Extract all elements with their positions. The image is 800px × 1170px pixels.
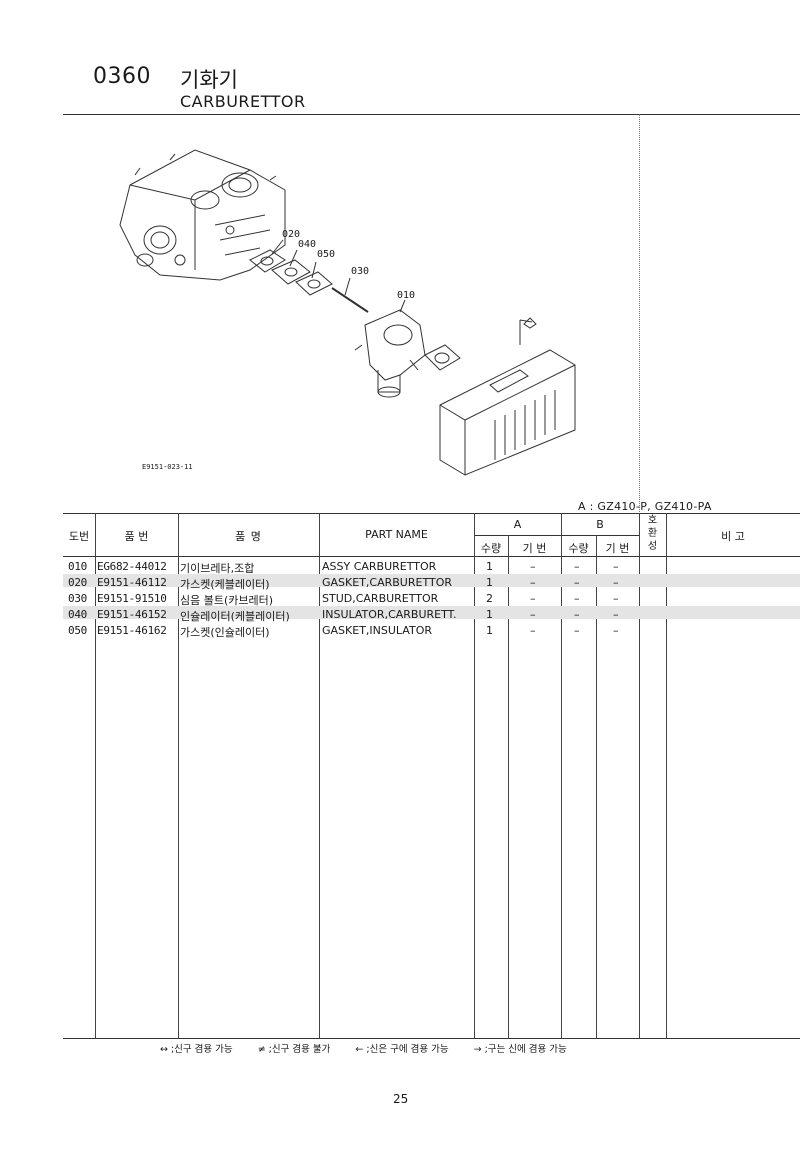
exploded-diagram bbox=[119, 149, 576, 476]
callout-040: 040 bbox=[298, 239, 317, 250]
cell-qty-b: – bbox=[574, 560, 580, 573]
cell-part-no: E9151-46162 bbox=[97, 624, 167, 637]
diagram-reference: E9151-023-11 bbox=[142, 463, 193, 471]
cell-serial-b: – bbox=[613, 608, 619, 621]
cell-serial-a: – bbox=[530, 592, 536, 605]
cell-name-en: STUD,CARBURETTOR bbox=[322, 592, 439, 605]
cell-serial-a: – bbox=[530, 576, 536, 589]
cell-part-no: E9151-46152 bbox=[97, 608, 167, 621]
cell-serial-b: – bbox=[613, 560, 619, 573]
col-header-qty-b: 수량 bbox=[568, 542, 589, 555]
page-number: 25 bbox=[393, 1092, 409, 1106]
row-highlight bbox=[63, 574, 800, 587]
col-header-part-no: 품 번 bbox=[124, 530, 149, 543]
cell-part-no: E9151-91510 bbox=[97, 592, 167, 605]
col-header-qty-a: 수량 bbox=[480, 542, 502, 555]
col-header-no: 도번 bbox=[68, 530, 90, 543]
cell-qty-a: 1 bbox=[486, 624, 493, 637]
engine-block-drawing bbox=[119, 149, 286, 281]
cell-name-kr: 가스켓(인슐레이터) bbox=[180, 626, 270, 639]
callout-010: 010 bbox=[397, 290, 416, 301]
col-header-group-b: B bbox=[596, 518, 604, 531]
col-header-remarks: 비 고 bbox=[721, 530, 745, 543]
cell-qty-b: – bbox=[574, 576, 580, 589]
cell-no: 050 bbox=[68, 624, 87, 637]
header-rule bbox=[63, 114, 800, 115]
cell-serial-b: – bbox=[613, 576, 619, 589]
cell-name-en: ASSY CARBURETTOR bbox=[322, 560, 437, 573]
cell-serial-a: – bbox=[530, 608, 536, 621]
cell-serial-a: – bbox=[530, 624, 536, 637]
callout-050: 050 bbox=[317, 249, 336, 260]
col-header-interchange: 호 환 성 bbox=[647, 515, 658, 552]
cell-name-en: GASKET,CARBURETTOR bbox=[322, 576, 452, 589]
diagram-divider bbox=[639, 114, 640, 514]
cell-name-kr: 기이브레타,조합 bbox=[180, 562, 255, 575]
callout-020: 020 bbox=[282, 229, 301, 240]
legend-item: ← ;신은 구에 겸용 가능 bbox=[355, 1044, 449, 1055]
gasket-drawing bbox=[249, 249, 286, 273]
stud-drawing bbox=[331, 287, 369, 313]
legend-item: ≠ ;신구 겸용 불가 bbox=[257, 1044, 331, 1055]
legend-item: → ;구는 신에 겸용 가능 bbox=[473, 1044, 567, 1055]
carburettor-drawing bbox=[354, 309, 426, 398]
legend-item: ↔ ;신구 겸용 가능 bbox=[160, 1044, 233, 1055]
cell-qty-b: – bbox=[574, 624, 580, 637]
section-title-en: CARBURETTOR bbox=[180, 92, 306, 111]
cell-serial-a: – bbox=[530, 560, 536, 573]
insulator-drawing bbox=[271, 259, 311, 285]
section-title-kr: 기화기 bbox=[180, 68, 238, 92]
cell-name-en: GASKET,INSULATOR bbox=[322, 624, 432, 637]
cell-qty-a: 1 bbox=[486, 560, 493, 573]
cell-no: 010 bbox=[68, 560, 87, 573]
cell-part-no: EG682-44012 bbox=[97, 560, 167, 573]
col-header-serial-a: 기 번 bbox=[522, 542, 547, 555]
cell-name-kr: 심음 볼트(카브레터) bbox=[180, 594, 274, 607]
interchange-legend: ↔ ;신구 겸용 가능 ≠ ;신구 겸용 불가 ← ;신은 구에 겸용 가능 →… bbox=[160, 1041, 589, 1055]
col-header-group-a: A bbox=[513, 518, 522, 531]
cell-serial-b: – bbox=[613, 592, 619, 605]
cell-part-no: E9151-46112 bbox=[97, 576, 167, 589]
cell-name-kr: 인슐레이터(케블레이터) bbox=[180, 610, 290, 623]
col-header-part-name: PART NAME bbox=[365, 528, 428, 541]
cell-qty-b: – bbox=[574, 608, 580, 621]
cell-serial-b: – bbox=[613, 624, 619, 637]
cell-name-en: INSULATOR,CARBURETT. bbox=[322, 608, 457, 621]
air-cleaner-drawing bbox=[439, 317, 576, 476]
models-note: A : GZ410-P, GZ410-PA bbox=[578, 500, 712, 513]
cell-no: 030 bbox=[68, 592, 87, 605]
col-header-name-kr: 품 명 bbox=[235, 530, 262, 543]
cell-qty-a: 2 bbox=[486, 592, 493, 605]
col-header-serial-b: 기 번 bbox=[605, 542, 630, 555]
cell-qty-b: – bbox=[574, 592, 580, 605]
table-header-rule bbox=[63, 556, 800, 557]
cell-no: 020 bbox=[68, 576, 87, 589]
cell-no: 040 bbox=[68, 608, 87, 621]
cell-name-kr: 가스켓(케블레이터) bbox=[180, 578, 270, 591]
row-highlight bbox=[63, 606, 800, 619]
callout-030: 030 bbox=[351, 266, 370, 277]
section-code: 0360 bbox=[93, 64, 151, 89]
cell-qty-a: 1 bbox=[486, 576, 493, 589]
cell-qty-a: 1 bbox=[486, 608, 493, 621]
